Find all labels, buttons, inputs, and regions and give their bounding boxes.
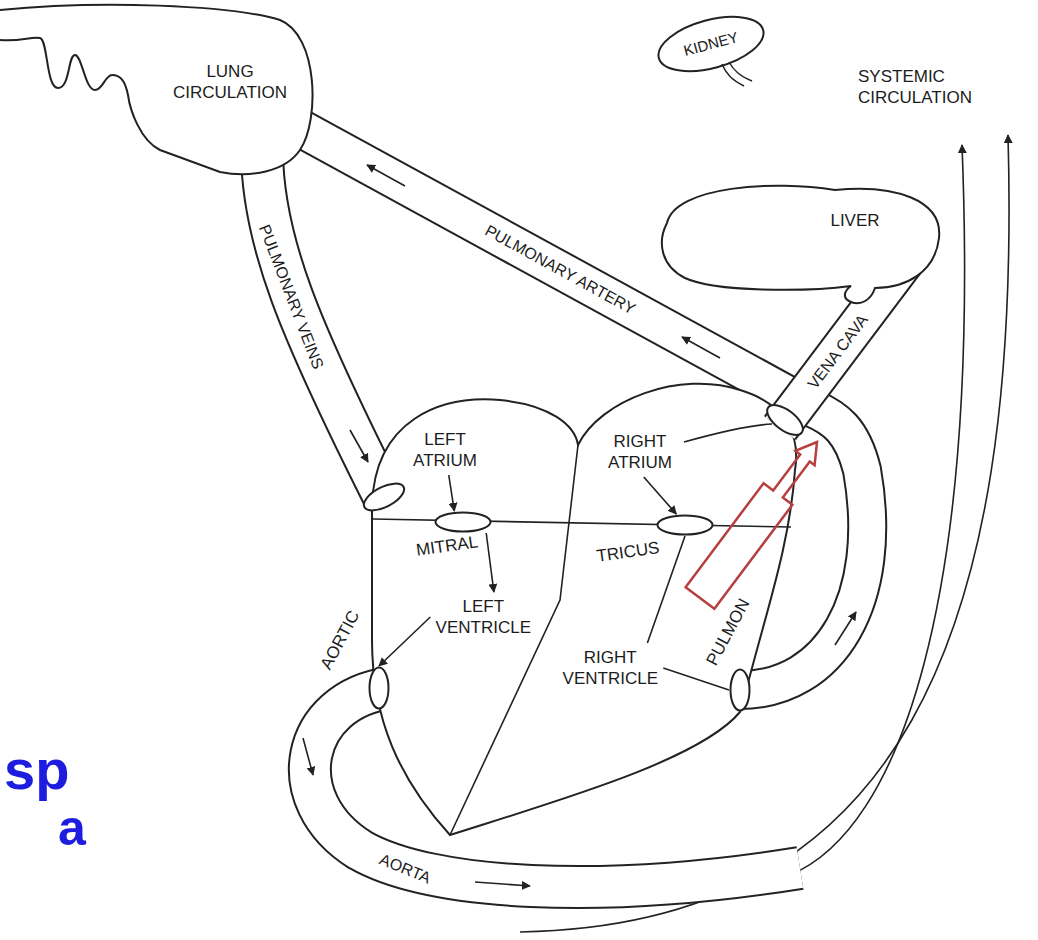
chamber-name: LEFT ATRIUM — [413, 429, 477, 471]
vessel-opening — [762, 399, 808, 440]
leader-line — [684, 424, 772, 442]
vessel-wall — [262, 150, 384, 497]
slide-text-fragment: sp — [4, 736, 69, 804]
chamber-name: RIGHT VENTRICLE — [563, 647, 658, 689]
heart-outline — [372, 384, 796, 835]
flow-arrow — [835, 612, 856, 645]
flow-arrow — [350, 430, 368, 462]
liver-organ: LIVER — [655, 178, 945, 308]
liver-outline — [662, 186, 939, 304]
flow-connector — [486, 533, 494, 592]
heart-valve: AORTIC — [368, 666, 390, 710]
valve-ring — [658, 516, 713, 535]
vessel-label: AORTA — [376, 850, 433, 889]
heart-chamber: LEFT VENTRICLE — [430, 592, 536, 642]
chamber-name: LEFT VENTRICLE — [436, 596, 531, 638]
oval-shape — [729, 668, 751, 712]
flow-connector — [379, 617, 430, 666]
flow-connector — [644, 477, 677, 514]
pulmonary-veins-vessel — [262, 150, 384, 497]
heart-chamber: LEFT ATRIUM — [408, 425, 482, 475]
vessel-label: VENA CAVA — [803, 311, 872, 394]
ureter-line — [729, 62, 752, 81]
valve-name: AORTIC — [316, 607, 365, 673]
vessel-label: PULMONARY VEINS — [254, 222, 328, 372]
lung-organ: LUNG CIRCULATION — [0, 0, 322, 190]
oval-shape — [368, 666, 390, 710]
flow-connector — [663, 668, 729, 690]
valve-ring — [370, 668, 389, 709]
vessel-opening — [360, 478, 408, 516]
organ-name: LIVER — [830, 210, 879, 231]
oval-shape — [434, 511, 492, 533]
lung-outline — [0, 5, 313, 174]
heart-valve: PULMON — [729, 668, 751, 712]
oval-shape — [656, 514, 714, 536]
slide-text-fragment: a — [58, 798, 86, 859]
region-label: SYSTEMIC CIRCULATION — [858, 66, 972, 108]
kidney-organ: KIDNEY — [650, 8, 772, 90]
flow-arrow — [475, 882, 530, 886]
heart-valve: TRICUS — [656, 514, 714, 536]
septum-line — [450, 445, 578, 835]
valve-name: TRICUS — [595, 537, 661, 567]
flow-connector — [449, 475, 455, 511]
flow-arrow — [303, 738, 313, 775]
valve-name: PULMON — [702, 595, 755, 669]
vessel-lumen — [262, 150, 384, 497]
valve-ring — [731, 670, 750, 711]
liver-shape — [655, 178, 945, 308]
vessel-label: PULMONARY ARTERY — [481, 221, 639, 320]
valve-ring — [436, 513, 491, 532]
heart-chamber: RIGHT VENTRICLE — [557, 643, 663, 693]
flow-arrow — [682, 337, 720, 358]
organ-name: LUNG CIRCULATION — [173, 61, 287, 103]
heart-valve: MITRAL — [434, 511, 492, 533]
heart-chamber: RIGHT ATRIUM — [603, 427, 677, 477]
flow-arrow — [367, 165, 405, 186]
kidney-outline — [653, 7, 770, 81]
valve-name: MITRAL — [415, 531, 480, 560]
chamber-name: RIGHT ATRIUM — [608, 431, 672, 473]
